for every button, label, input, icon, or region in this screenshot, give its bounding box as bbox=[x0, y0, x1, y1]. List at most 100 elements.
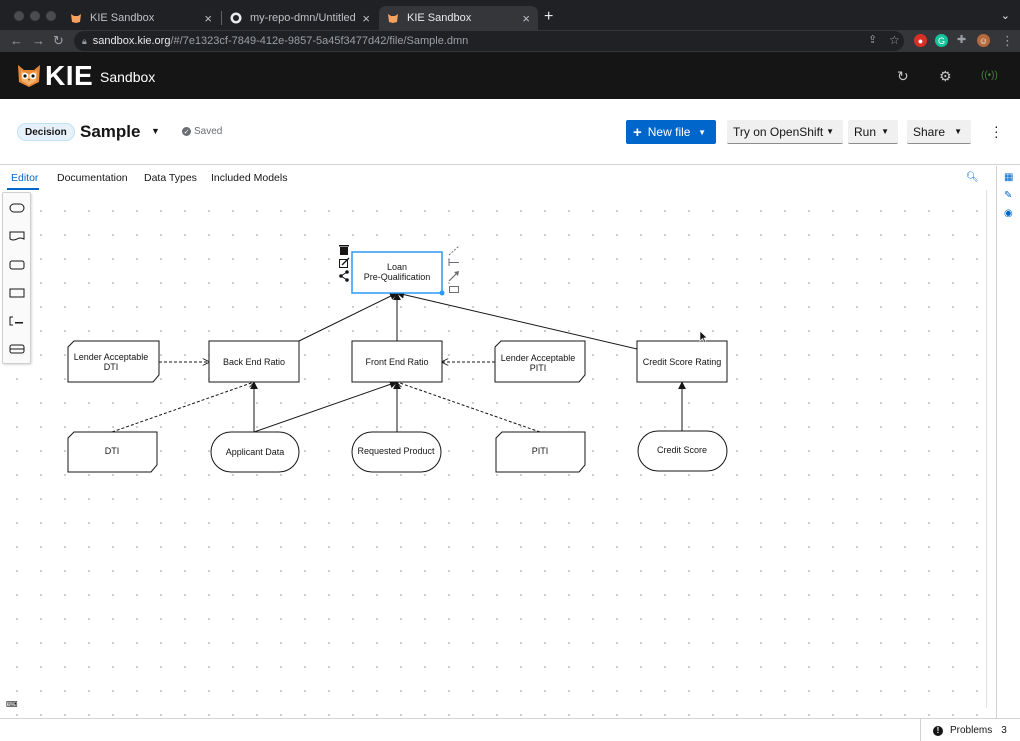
tab-title: my-repo-dmn/Untitled.bpmn a bbox=[250, 12, 356, 24]
problems-count: 3 bbox=[1001, 725, 1007, 736]
knowledge-source-dti[interactable]: DTI bbox=[67, 431, 158, 473]
tab-documentation[interactable]: Documentation bbox=[57, 172, 128, 184]
edge-dti-to-backend[interactable] bbox=[111, 382, 254, 433]
tab-data-types[interactable]: Data Types bbox=[144, 172, 197, 184]
try-on-openshift-button[interactable]: Try on OpenShift ▼ bbox=[727, 120, 843, 144]
node-label: Requested Product bbox=[357, 446, 435, 456]
knowledge-source-lender-acceptable-piti[interactable]: Lender Acceptable PITI bbox=[494, 340, 586, 383]
create-node-icon[interactable] bbox=[449, 286, 459, 293]
node-label: Front End Ratio bbox=[365, 357, 428, 367]
run-label: Run bbox=[854, 124, 877, 139]
eye-icon[interactable]: ◉ bbox=[1004, 208, 1013, 219]
file-toolbar: Decision Sample ▼ ✓ Saved + New file ▼ T… bbox=[0, 99, 1020, 165]
input-data-applicant-data[interactable]: Applicant Data bbox=[210, 431, 300, 473]
dmn-canvas[interactable] bbox=[0, 190, 995, 718]
node-label: DTI bbox=[105, 446, 120, 456]
connection-status-icon[interactable]: ((•)) bbox=[981, 70, 998, 81]
knowledge-source-piti[interactable]: PITI bbox=[495, 431, 586, 473]
saved-label: Saved bbox=[194, 126, 223, 137]
palette-input-data-icon[interactable] bbox=[9, 203, 25, 213]
browser-tab-strip: KIE Sandbox × my-repo-dmn/Untitled.bpmn … bbox=[0, 0, 1020, 30]
new-file-button[interactable]: + New file ▼ bbox=[626, 120, 716, 144]
map-icon[interactable]: ▦ bbox=[1004, 172, 1014, 183]
browser-menu-icon[interactable]: ⋮ bbox=[1001, 33, 1014, 48]
kie-owl-logo-icon[interactable] bbox=[17, 64, 41, 88]
dashed-connector-icon[interactable] bbox=[448, 245, 460, 256]
exclamation-circle-icon: ! bbox=[933, 725, 943, 736]
knowledge-source-lender-acceptable-dti[interactable]: Lender Acceptable DTI bbox=[67, 340, 160, 383]
profile-avatar-icon[interactable]: ☺ bbox=[977, 34, 990, 47]
input-data-credit-score[interactable]: Credit Score bbox=[637, 430, 728, 472]
window-zoom-dot[interactable] bbox=[46, 11, 56, 21]
bookmark-star-icon[interactable]: ☆ bbox=[889, 33, 900, 47]
delete-trash-icon[interactable] bbox=[339, 245, 349, 255]
run-button[interactable]: Run ▼ bbox=[848, 120, 898, 144]
palette-bkm-icon[interactable] bbox=[9, 260, 25, 270]
github-icon bbox=[230, 12, 242, 24]
extensions-puzzle-icon[interactable]: ✚ bbox=[957, 34, 967, 46]
new-tab-button[interactable]: + bbox=[544, 8, 554, 25]
share-button[interactable]: Share ▼ bbox=[907, 120, 971, 144]
kebab-menu-icon[interactable]: ··· bbox=[994, 118, 999, 144]
tab-editor[interactable]: Editor bbox=[11, 172, 39, 184]
decision-front-end-ratio[interactable]: Front End Ratio bbox=[351, 340, 443, 383]
decision-credit-score-rating[interactable]: Credit Score Rating bbox=[636, 340, 728, 383]
caret-down-icon: ▼ bbox=[954, 127, 962, 136]
palette-text-annotation-icon[interactable] bbox=[9, 316, 25, 326]
edit-properties-icon[interactable]: ✎ bbox=[1004, 190, 1013, 201]
forward-arrow-icon[interactable]: → bbox=[32, 33, 45, 48]
plus-icon: + bbox=[633, 123, 642, 141]
close-tab-icon[interactable]: × bbox=[522, 10, 530, 26]
connect-share-icon[interactable] bbox=[339, 270, 349, 282]
node-label: Lender Acceptable bbox=[74, 352, 149, 362]
close-tab-icon[interactable]: × bbox=[362, 10, 370, 26]
tab-included-models[interactable]: Included Models bbox=[211, 172, 288, 184]
url-field[interactable]: 🔒︎ sandbox.kie.org/#/7e1323cf-7849-412e-… bbox=[74, 31, 904, 51]
window-minimize-dot[interactable] bbox=[30, 11, 40, 21]
file-menu-caret-icon[interactable]: ▼ bbox=[151, 126, 160, 136]
search-icon[interactable]: 🔍︎ bbox=[966, 172, 979, 183]
share-page-icon[interactable]: ⇪ bbox=[868, 34, 878, 46]
url-host: sandbox.kie.org bbox=[92, 35, 171, 47]
gear-icon[interactable]: ⚙ bbox=[939, 68, 952, 84]
edge-piti-to-frontend[interactable] bbox=[397, 382, 541, 433]
canvas-scrollbar[interactable] bbox=[986, 190, 995, 708]
grammarly-extension-icon[interactable]: G bbox=[935, 34, 948, 47]
decision-back-end-ratio[interactable]: Back End Ratio bbox=[208, 340, 300, 383]
app-masthead: KIE Sandbox ↻ ⚙ ((•)) bbox=[0, 52, 1020, 99]
problems-toggle[interactable]: ! Problems 3 bbox=[920, 719, 1020, 741]
edge-creditrating-to-loan[interactable] bbox=[396, 290, 638, 350]
browser-tab-kie-sandbox-active[interactable]: KIE Sandbox × bbox=[379, 6, 538, 30]
decision-loan-prequalification[interactable]: Loan Pre-Qualification bbox=[351, 251, 445, 296]
dmn-diagram: Loan Pre-Qualification Back End Ratio Fr… bbox=[67, 245, 728, 473]
edge-applicant-to-frontend[interactable] bbox=[253, 380, 398, 433]
palette-decision-icon[interactable] bbox=[9, 288, 25, 298]
browser-tab-github[interactable]: my-repo-dmn/Untitled.bpmn a × bbox=[222, 6, 378, 30]
information-arrow-icon[interactable] bbox=[448, 271, 459, 282]
node-label: Lender Acceptable bbox=[501, 353, 576, 363]
window-close-dot[interactable] bbox=[14, 11, 24, 21]
palette-knowledge-source-icon[interactable] bbox=[9, 231, 25, 241]
mouse-cursor-icon bbox=[699, 330, 708, 343]
close-tab-icon[interactable]: × bbox=[204, 10, 212, 26]
association-connector-icon[interactable] bbox=[448, 259, 459, 266]
saved-status: ✓ Saved bbox=[182, 126, 222, 137]
extension-red-icon[interactable]: ● bbox=[914, 34, 927, 47]
browser-tab-kie-sandbox-1[interactable]: KIE Sandbox × bbox=[62, 6, 220, 30]
active-tab-indicator bbox=[7, 188, 39, 190]
caret-down-icon: ▼ bbox=[881, 127, 889, 136]
input-data-requested-product[interactable]: Requested Product bbox=[351, 431, 442, 473]
palette-decision-service-icon[interactable] bbox=[9, 344, 25, 354]
node-label: PITI bbox=[532, 446, 549, 456]
file-name[interactable]: Sample bbox=[80, 122, 141, 141]
kie-owl-favicon-icon bbox=[70, 12, 82, 24]
edit-node-icon[interactable] bbox=[339, 257, 350, 268]
tab-search-chevron-icon[interactable]: ⌄ bbox=[1000, 10, 1010, 22]
edge-backend-to-loan[interactable] bbox=[298, 292, 398, 342]
back-arrow-icon[interactable]: ← bbox=[10, 33, 23, 48]
lock-icon: 🔒︎ bbox=[82, 35, 87, 46]
keyboard-shortcuts-icon[interactable]: ⌨ bbox=[6, 700, 18, 709]
reload-icon[interactable]: ↻ bbox=[53, 33, 64, 48]
sync-icon[interactable]: ↻ bbox=[897, 68, 909, 84]
